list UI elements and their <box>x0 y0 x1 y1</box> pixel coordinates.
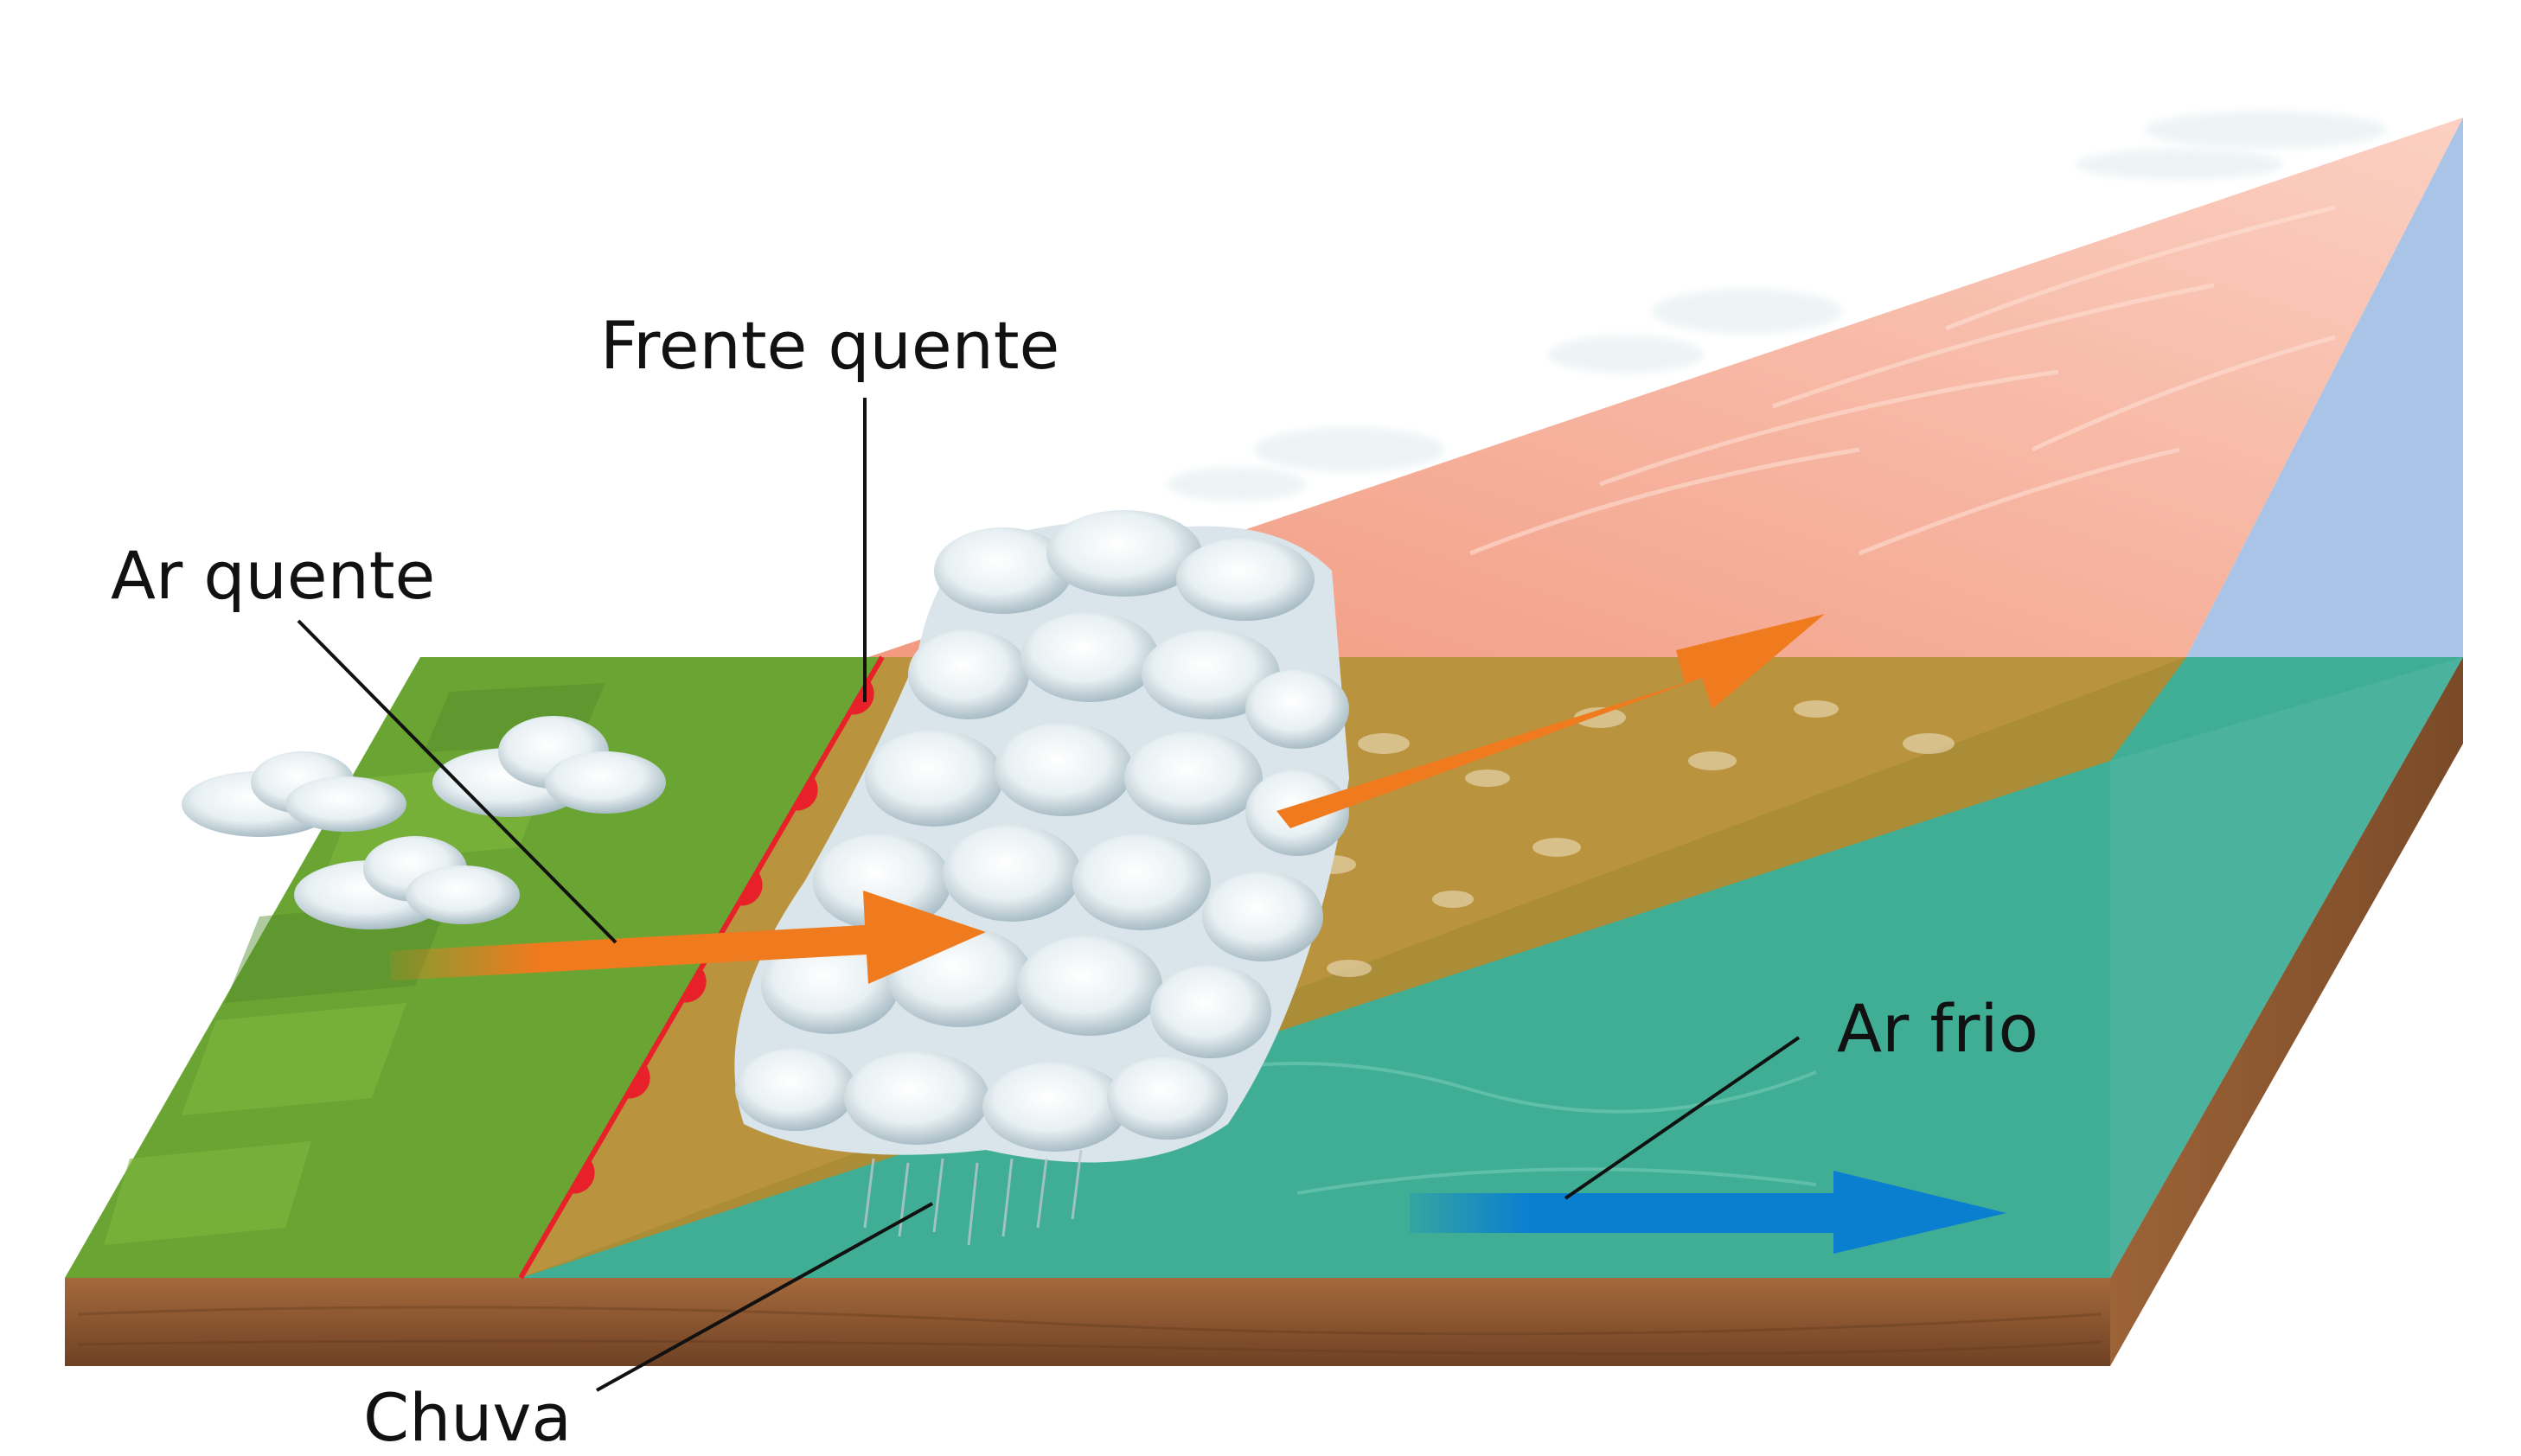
warm-front-semicircles-icon <box>570 680 874 1194</box>
warm-air-sky <box>868 118 2463 657</box>
rain-streaks <box>863 1149 1083 1246</box>
warm-air-arrow-upper <box>1276 614 1825 828</box>
cold-air-side-face <box>2186 118 2463 657</box>
leader-lines <box>297 398 1801 1392</box>
warm-front-line <box>518 655 885 1280</box>
leader-ar-quente <box>297 619 617 944</box>
cold-air-arrow <box>1410 1171 2006 1254</box>
leader-chuva <box>596 1202 933 1392</box>
soil-side <box>2110 657 2463 1366</box>
leader-ar-frio <box>1564 1036 1801 1200</box>
rain-cloud <box>734 510 1349 1163</box>
warm-air-arrow-lower <box>389 891 986 984</box>
cumulus-clouds-left <box>182 716 666 929</box>
warm-air-streaks <box>1469 205 2336 556</box>
label-cold-air: Ar frio <box>1837 990 2039 1067</box>
soil-front <box>65 1278 2110 1366</box>
cirrus-clouds <box>1168 111 2387 501</box>
label-warm-front: Frente quente <box>600 307 1060 384</box>
label-warm-air: Ar quente <box>111 537 436 614</box>
label-rain: Chuva <box>363 1379 572 1456</box>
